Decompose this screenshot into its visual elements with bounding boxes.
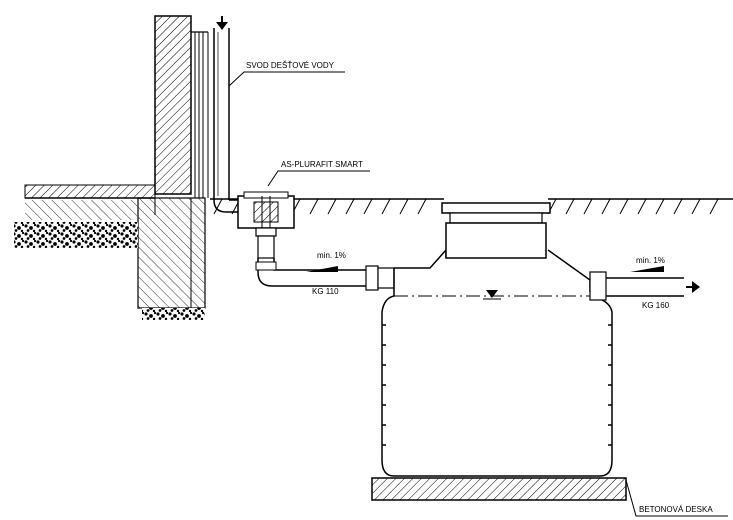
concrete-slab [371, 477, 627, 501]
arrow-right-icon [686, 281, 700, 293]
label-slope-out: min. 1% [636, 256, 665, 265]
label-downpipe: SVOD DEŠŤOVÉ VODY [246, 61, 335, 70]
tank-shaft [441, 202, 551, 259]
label-filter: AS-PLURAFIT SMART [281, 160, 363, 169]
label-slope-in: min. 1% [317, 251, 346, 260]
water-level-icon [483, 290, 501, 300]
floor-layers [14, 184, 156, 248]
downpipe [213, 28, 240, 213]
filter-unit [226, 191, 295, 259]
leader-lines [228, 71, 728, 517]
building-wall [154, 15, 209, 198]
label-pipe-out: KG 160 [642, 301, 670, 310]
arrow-down-icon [216, 16, 228, 30]
label-base: BETONOVÁ DESKA [639, 505, 713, 514]
water-tank [381, 248, 613, 477]
inlet-pipe [255, 258, 395, 291]
label-pipe-in: KG 110 [312, 287, 339, 296]
foundation [137, 197, 206, 320]
outlet-pipe [589, 266, 684, 301]
